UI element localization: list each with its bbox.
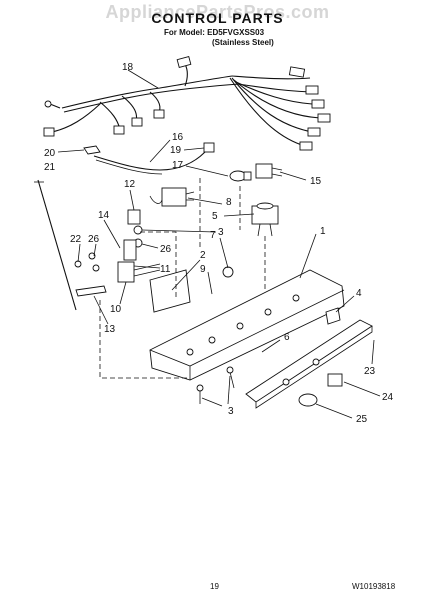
callout-label: 10 bbox=[110, 304, 122, 315]
front-panel-part bbox=[245, 319, 373, 409]
callout-leaders bbox=[57, 69, 381, 419]
tubing-part bbox=[93, 151, 206, 175]
callout-label: 8 bbox=[226, 197, 232, 208]
callout-label: 13 bbox=[104, 324, 116, 335]
callout-label: 7 bbox=[210, 230, 216, 241]
callout-label: 21 bbox=[44, 162, 56, 173]
callout-label: 5 bbox=[212, 211, 218, 222]
callout-labels: 18 16 19 20 21 17 15 12 8 14 3 5 1 22 26… bbox=[44, 62, 394, 425]
callout-label: 3 bbox=[218, 227, 224, 238]
document-code: W10193818 bbox=[352, 582, 396, 591]
connector-part bbox=[203, 142, 215, 153]
callout-label: 26 bbox=[160, 244, 172, 255]
lever-part bbox=[75, 285, 107, 297]
guide-lines bbox=[99, 178, 266, 379]
rod-part bbox=[34, 179, 77, 311]
model-line: For Model: ED5FVGXSS03 bbox=[164, 28, 265, 37]
mounting-plate-part bbox=[149, 269, 191, 313]
thermostat-part bbox=[251, 202, 279, 237]
wire-harness-part bbox=[43, 56, 331, 151]
callout-label: 19 bbox=[170, 145, 182, 156]
callout-label: 17 bbox=[172, 160, 184, 171]
control-knob-part bbox=[298, 393, 318, 407]
control-switch-part bbox=[149, 187, 195, 207]
callout-label: 22 bbox=[70, 234, 82, 245]
knob-part bbox=[222, 266, 234, 278]
callout-label: 12 bbox=[124, 179, 136, 190]
callout-label: 6 bbox=[284, 332, 290, 343]
callout-label: 26 bbox=[88, 234, 100, 245]
lamp-socket-part bbox=[255, 163, 283, 179]
diagram-title: CONTROL PARTS bbox=[151, 10, 284, 26]
callout-label: 4 bbox=[356, 288, 362, 299]
callout-label: 3 bbox=[228, 406, 234, 417]
callout-label: 14 bbox=[98, 210, 110, 221]
lamp-bulb-part bbox=[229, 170, 252, 182]
callout-label: 24 bbox=[382, 392, 394, 403]
callout-label: 11 bbox=[160, 264, 171, 275]
callout-label: 23 bbox=[364, 366, 376, 377]
wire-clip-part bbox=[83, 145, 101, 155]
callout-label: 25 bbox=[356, 414, 368, 425]
callout-label: 18 bbox=[122, 62, 134, 73]
light-switch-part bbox=[327, 373, 343, 387]
callout-label: 2 bbox=[200, 250, 206, 261]
callout-label: 20 bbox=[44, 148, 56, 159]
callout-label: 1 bbox=[320, 226, 326, 237]
control-housing-part bbox=[149, 269, 345, 381]
callout-label: 15 bbox=[310, 176, 322, 187]
bracket-part bbox=[127, 209, 141, 225]
page-number: 19 bbox=[210, 582, 219, 591]
watermark-text: AppliancePartsPros.com bbox=[105, 2, 330, 22]
model-finish: (Stainless Steel) bbox=[212, 38, 274, 47]
callout-label: 16 bbox=[172, 132, 184, 143]
screw-part bbox=[123, 225, 235, 404]
callout-label: 9 bbox=[200, 264, 206, 275]
